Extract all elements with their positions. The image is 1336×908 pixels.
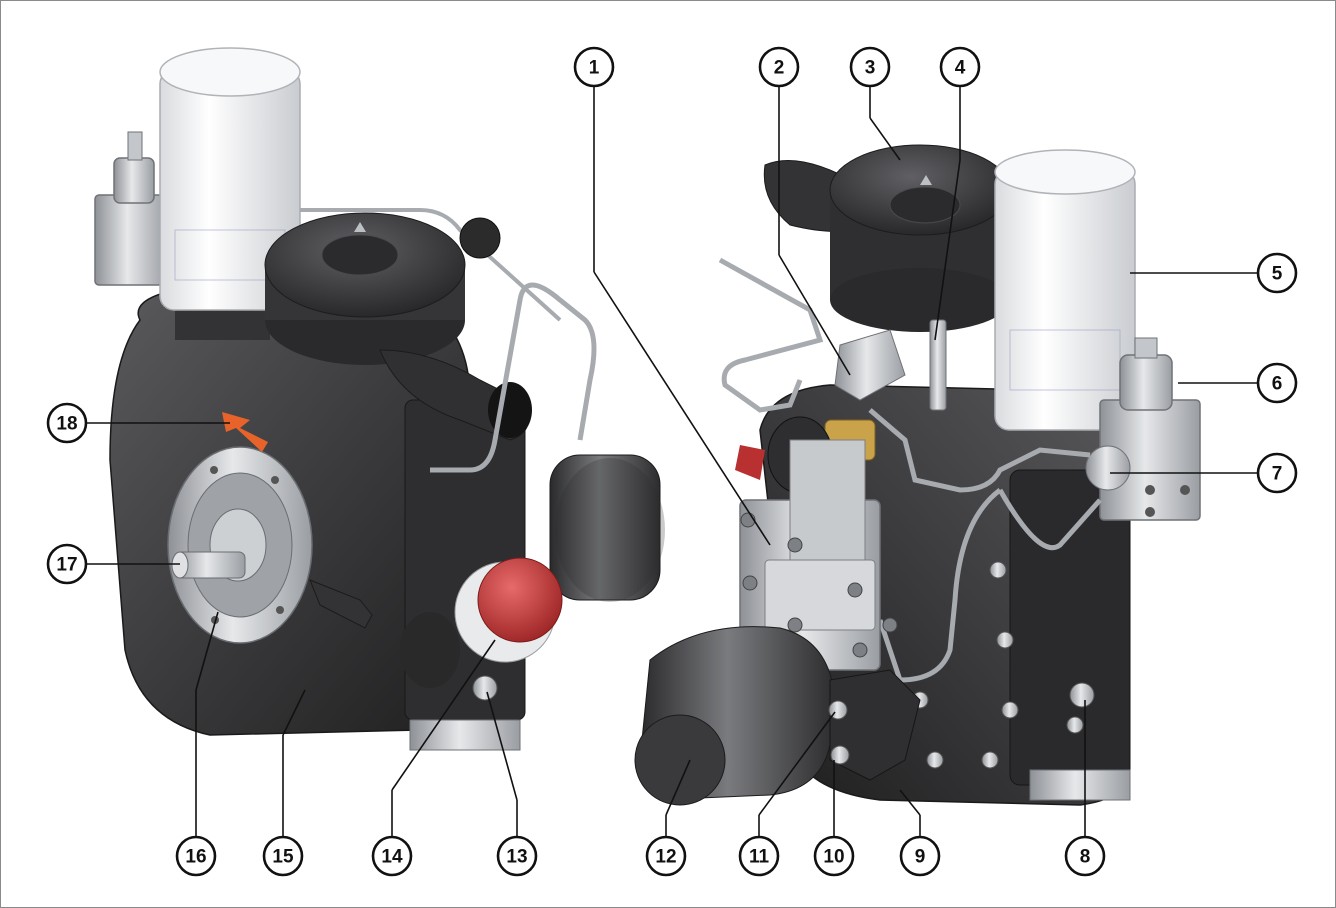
fill-cap-left [454, 557, 563, 663]
separator-filter-right [994, 149, 1136, 431]
callout-3: 3 [849, 46, 891, 88]
mounting-foot-left [409, 719, 521, 751]
callout-8: 8 [1064, 835, 1106, 877]
callout-17: 17 [46, 543, 88, 585]
svg-text:13: 13 [506, 847, 527, 868]
air-filter-cover-left [264, 212, 466, 365]
right-pump-view [634, 144, 1201, 806]
svg-text:12: 12 [655, 847, 676, 868]
plug-b-right [830, 745, 850, 765]
callout-2: 2 [758, 46, 800, 88]
callout-1: 1 [573, 46, 615, 88]
valve-bracket-right [834, 329, 906, 401]
svg-text:7: 7 [1272, 464, 1283, 485]
callout-4: 4 [939, 46, 981, 88]
callout-9: 9 [899, 835, 941, 877]
callout-6: 6 [1256, 362, 1298, 404]
svg-text:10: 10 [823, 847, 844, 868]
sensor-right [929, 319, 947, 411]
drain-plug-right [1069, 682, 1095, 708]
leader-lines [87, 87, 1257, 836]
svg-text:3: 3 [865, 58, 876, 79]
callout-10: 10 [813, 835, 855, 877]
svg-text:9: 9 [915, 847, 926, 868]
callout-12: 12 [645, 835, 687, 877]
svg-text:6: 6 [1272, 374, 1283, 395]
callout-15: 15 [262, 835, 304, 877]
svg-text:5: 5 [1272, 264, 1283, 285]
filter-head-right [829, 669, 921, 781]
drain-plug-left [472, 675, 498, 701]
callout-18: 18 [46, 402, 88, 444]
svg-text:18: 18 [56, 414, 77, 435]
svg-text:4: 4 [955, 58, 966, 79]
separator-filter-left [159, 47, 301, 311]
svg-text:15: 15 [272, 847, 294, 868]
shaft-flange-left [167, 446, 313, 644]
svg-text:16: 16 [185, 847, 206, 868]
svg-text:1: 1 [589, 58, 600, 79]
pressure-valve-right [1085, 337, 1201, 521]
mounting-foot-right [1029, 769, 1131, 801]
left-pump-view [94, 47, 665, 751]
callout-16: 16 [175, 835, 217, 877]
oil-line-right [718, 257, 824, 413]
oil-filter-right [634, 626, 836, 806]
oil-filter-left [549, 454, 665, 602]
svg-text:2: 2 [774, 58, 785, 79]
callout-14: 14 [371, 835, 413, 877]
callout-7: 7 [1256, 452, 1298, 494]
rotation-arrow-icon [222, 412, 268, 452]
svg-text:14: 14 [381, 847, 403, 868]
svg-text:8: 8 [1080, 847, 1091, 868]
callout-13: 13 [496, 835, 538, 877]
callout-5: 5 [1256, 252, 1298, 294]
callout-11: 11 [738, 835, 780, 877]
oil-line-left [430, 282, 597, 473]
pressure-relief-valve-left [94, 131, 168, 286]
svg-text:17: 17 [56, 555, 77, 576]
svg-text:11: 11 [749, 847, 770, 868]
air-filter-cover-right [829, 144, 1011, 332]
